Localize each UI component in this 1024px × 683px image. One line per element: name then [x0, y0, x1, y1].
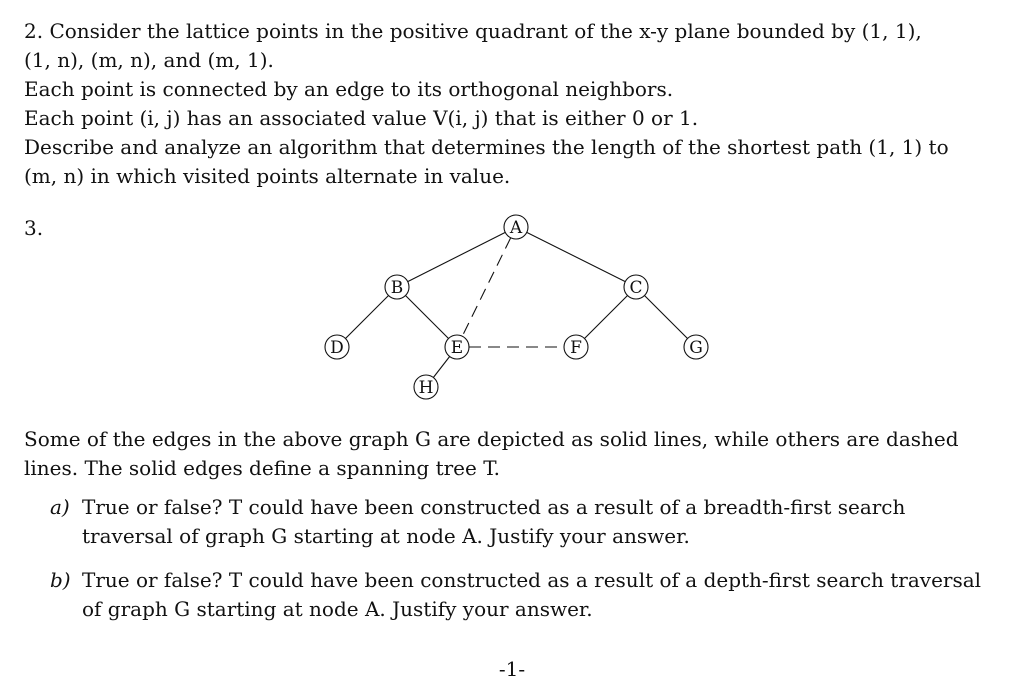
node-circle — [444, 334, 470, 360]
part-b-line-2: of graph G starting at node A. Justify y… — [82, 597, 593, 621]
part-a-label: a) — [50, 495, 70, 519]
node-c: C — [623, 274, 649, 300]
edge-e-h — [432, 356, 451, 378]
page-number: -1- — [498, 657, 526, 681]
problem-2-line-3: Each point is connected by an edge to it… — [24, 77, 674, 101]
edge-b-d — [345, 295, 389, 339]
node-d: D — [324, 334, 350, 360]
node-circle — [384, 274, 410, 300]
edge-a-c — [526, 231, 626, 283]
graph-edges — [345, 231, 688, 378]
node-label: B — [391, 278, 404, 298]
problem-2-line-1: 2. Consider the lattice points in the po… — [24, 19, 922, 43]
node-e: E — [444, 334, 470, 360]
node-label: E — [451, 338, 463, 358]
edge-a-b — [407, 231, 506, 283]
node-circle — [413, 374, 439, 400]
part-b-line-1: True or false? T could have been constru… — [82, 568, 982, 592]
node-circle — [563, 334, 589, 360]
edge-c-g — [644, 295, 688, 339]
edge-a-e — [461, 237, 512, 337]
node-circle — [503, 214, 529, 240]
problem-2-line-5: Describe and analyze an algorithm that d… — [24, 135, 949, 159]
problem-3-intro-line-2: lines. The solid edges define a spanning… — [24, 456, 500, 480]
node-label: H — [419, 378, 434, 398]
node-label: C — [629, 278, 642, 298]
node-h: H — [413, 374, 439, 400]
problem-2-line-6: (m, n) in which visited points alternate… — [24, 164, 511, 188]
edge-c-f — [584, 295, 628, 339]
edge-b-e — [405, 295, 449, 339]
graph-nodes: A B C D E F G H — [324, 214, 709, 400]
node-a: A — [503, 214, 529, 240]
part-a-line-2: traversal of graph G starting at node A.… — [82, 524, 690, 548]
node-circle — [623, 274, 649, 300]
node-f: F — [563, 334, 589, 360]
node-label: F — [570, 338, 582, 358]
node-label: D — [330, 338, 344, 358]
part-b-label: b) — [50, 568, 71, 592]
problem-2-line-4: Each point (i, j) has an associated valu… — [24, 106, 699, 130]
node-b: B — [384, 274, 410, 300]
problem-3-intro-line-1: Some of the edges in the above graph G a… — [24, 427, 959, 451]
problem-3-label: 3. — [24, 216, 44, 240]
node-label: A — [509, 218, 523, 238]
part-a-line-1: True or false? T could have been constru… — [82, 495, 906, 519]
node-g: G — [683, 334, 709, 360]
problem-2-line-2: (1, n), (m, n), and (m, 1). — [24, 48, 274, 72]
node-label: G — [689, 338, 703, 358]
node-circle — [683, 334, 709, 360]
node-circle — [324, 334, 350, 360]
